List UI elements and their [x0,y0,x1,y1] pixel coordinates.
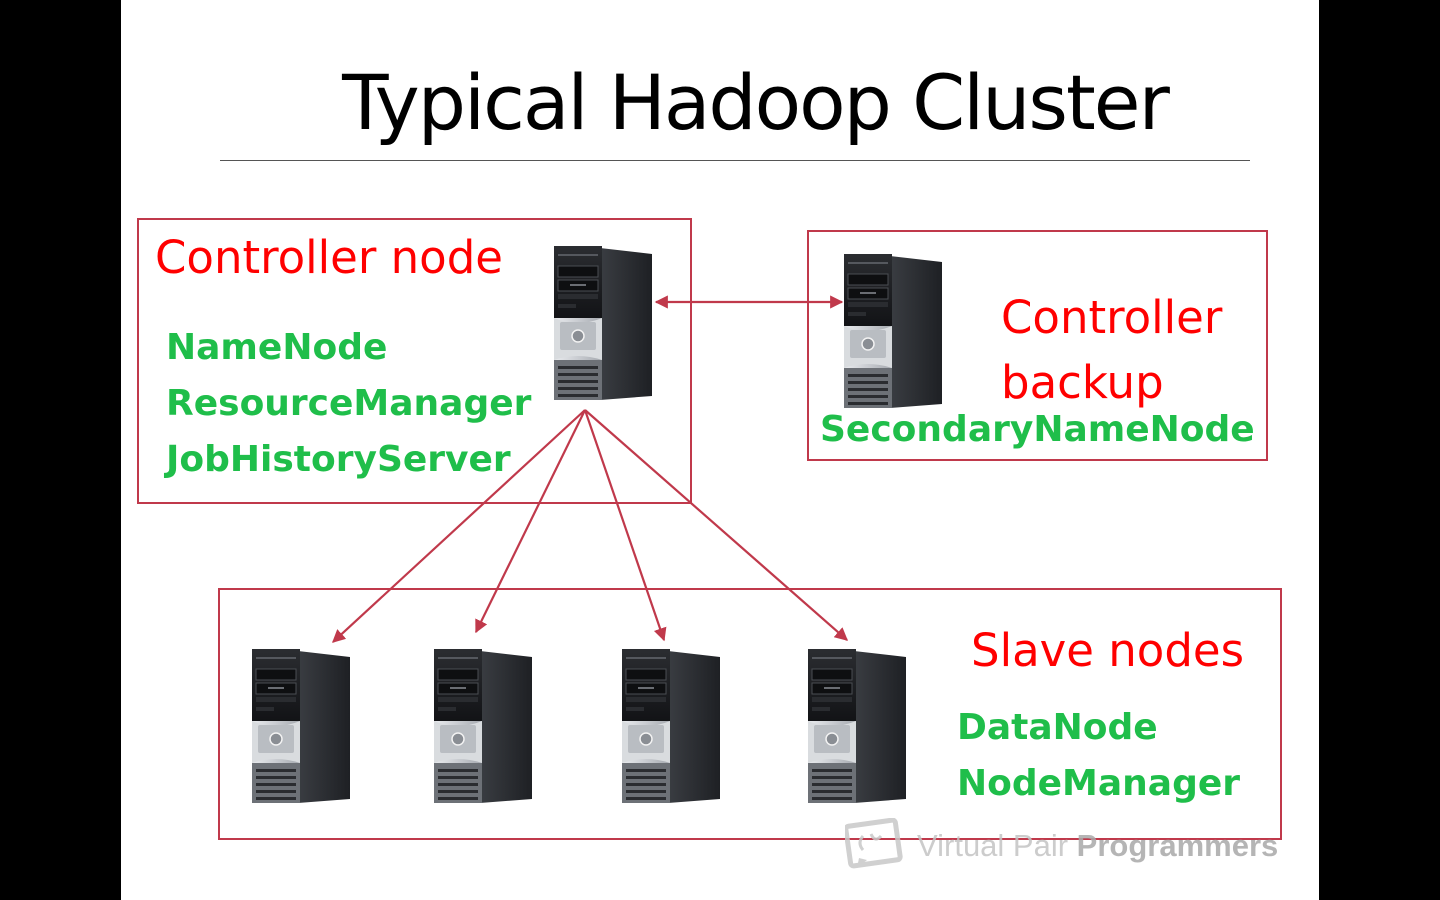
slave-server-icon [250,645,356,805]
slave-server-icon [432,645,538,805]
controller-node-service: JobHistoryServer [166,439,511,480]
slave-nodes-service: DataNode [957,707,1158,748]
controller-backup-service: SecondaryNameNode [820,409,1255,450]
controller-node-service: NameNode [166,327,388,368]
controller-node-service: ResourceManager [166,383,532,424]
slave-nodes-heading: Slave nodes [971,624,1245,677]
slave-nodes-service: NodeManager [957,763,1241,804]
slave-server-icon [806,645,912,805]
backup-server-icon [842,250,948,410]
vpp-logo-icon [845,818,903,869]
controller-backup-heading-line1: Controller [1001,291,1223,344]
slide-title: Typical Hadoop Cluster [342,58,1170,147]
controller-node-heading: Controller node [155,231,503,284]
title-divider [220,160,1250,161]
slave-server-icon [620,645,726,805]
controller-backup-box [807,230,1268,461]
controller-backup-heading-line2: backup [1001,356,1164,409]
controller-server-icon [552,242,658,402]
watermark-text: Virtual Pair Programmers [917,828,1279,863]
watermark: Virtual Pair Programmers [845,818,1278,874]
